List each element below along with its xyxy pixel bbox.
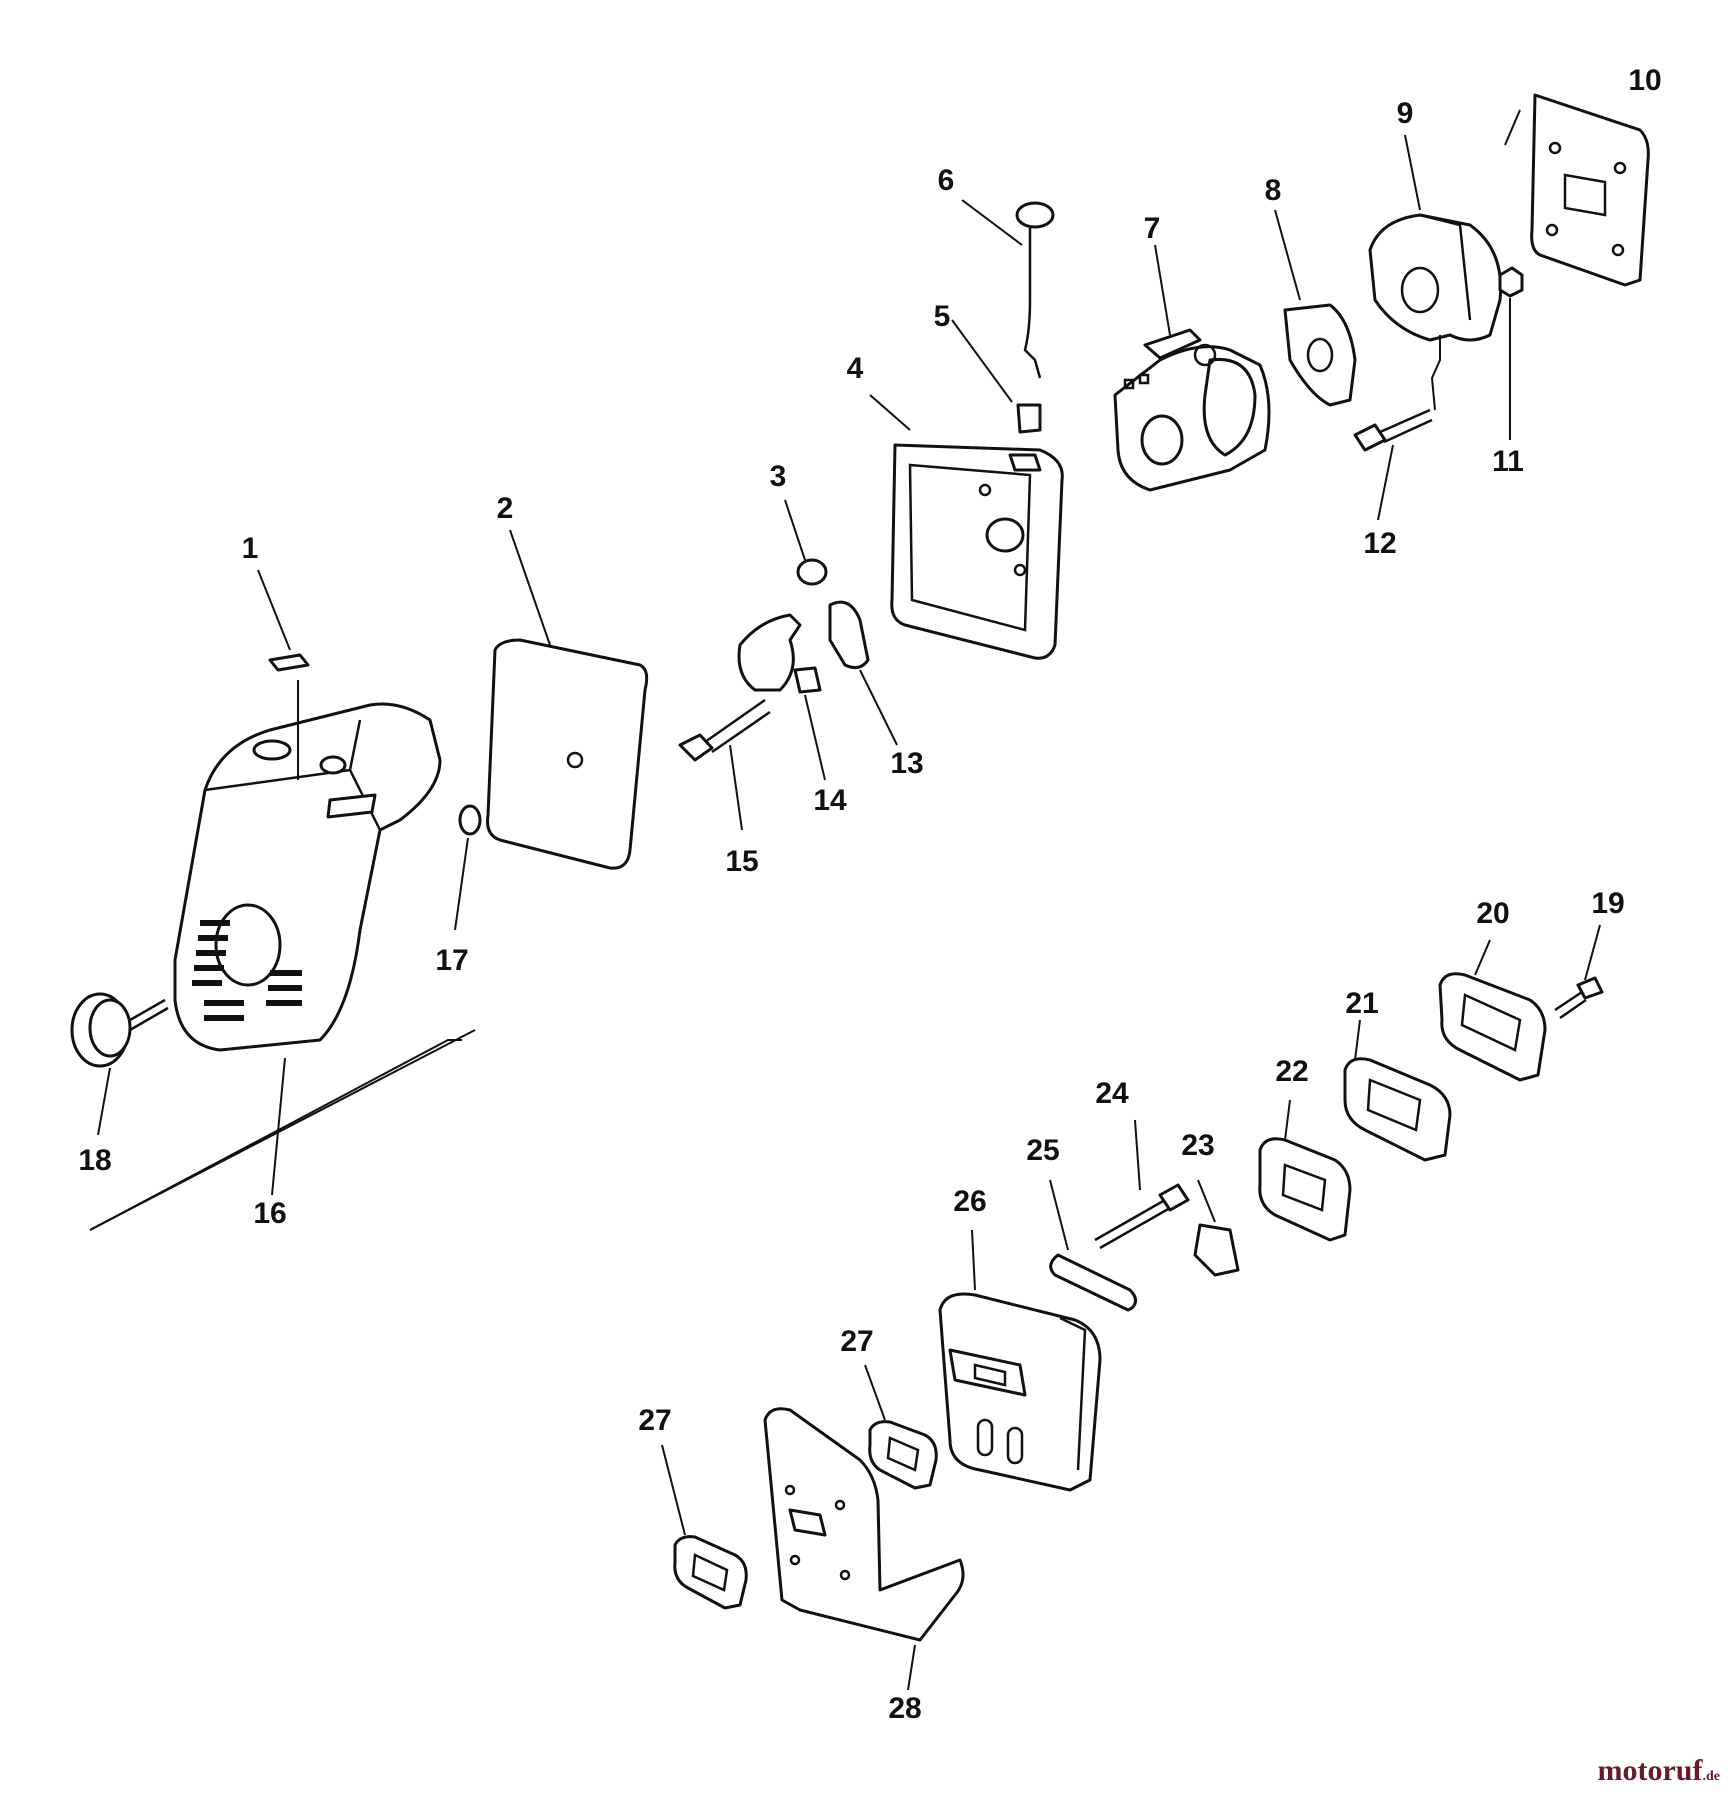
- callout-17: 17: [435, 944, 468, 977]
- callout-14: 14: [813, 784, 847, 817]
- part-25-strip: [1049, 1253, 1137, 1312]
- callout-2: 2: [497, 492, 514, 525]
- part-10-gasket-plate: [1530, 93, 1650, 287]
- callout-22: 22: [1275, 1055, 1308, 1088]
- part-4-filter-base: [890, 443, 1064, 660]
- callout-15: 15: [725, 845, 758, 878]
- part-15-bolt: [678, 698, 771, 762]
- part-26-muffler: [938, 1292, 1102, 1492]
- part-19-bolt: [1554, 976, 1604, 1020]
- callout-11: 11: [1492, 445, 1524, 478]
- part-12-bolt: [1353, 408, 1433, 452]
- part-17-o-ring: [458, 804, 482, 836]
- part-2-filter-hole: [566, 751, 584, 769]
- callout-7: 7: [1144, 212, 1161, 245]
- callout-24: 24: [1095, 1077, 1129, 1110]
- part-27-lower-gasket: [673, 1535, 748, 1610]
- callout-20: 20: [1476, 897, 1509, 930]
- callout-21: 21: [1345, 987, 1378, 1020]
- part-8-gasket: [1283, 303, 1357, 407]
- part-14-bracket: [737, 613, 802, 692]
- watermark-name: motoruf: [1597, 1754, 1703, 1787]
- part-11-nut: [1498, 266, 1524, 298]
- callout-4: 4: [847, 352, 864, 385]
- part-27-upper-gasket: [868, 1420, 938, 1490]
- part-3-washer: [796, 558, 828, 586]
- callout-5: 5: [934, 300, 951, 333]
- part-6-choke-rod: [1015, 201, 1055, 379]
- callout-13: 13: [890, 747, 923, 780]
- part-9-insulator: [1368, 213, 1503, 342]
- callout-25: 25: [1026, 1134, 1059, 1167]
- callout-16: 16: [253, 1197, 286, 1230]
- watermark-logo: motoruf.de: [1598, 1754, 1720, 1788]
- part-5-grommet: [1016, 403, 1042, 434]
- callout-labels: 1 2 3 4 5 6 7 8 9 10 11 12 13 14 15 16 1…: [78, 64, 1661, 1725]
- part-13-gasket: [828, 600, 870, 670]
- part-16-air-cleaner-cover: [173, 702, 442, 1052]
- callout-27-upper: 27: [840, 1325, 873, 1358]
- part-14-bracket-tab: [793, 666, 822, 694]
- part-28-heat-shield: [763, 1407, 965, 1642]
- callout-28: 28: [888, 1692, 921, 1725]
- watermark-tld: .de: [1702, 1769, 1721, 1784]
- callout-6: 6: [938, 164, 955, 197]
- callout-27-lower: 27: [638, 1404, 671, 1437]
- part-20-gasket: [1438, 972, 1547, 1082]
- part-1-decal: [268, 653, 310, 672]
- part-18-knob: [70, 992, 169, 1068]
- callout-12: 12: [1363, 527, 1396, 560]
- callout-18: 18: [78, 1144, 111, 1177]
- leader-lines: [89, 109, 1601, 1691]
- part-7-carburetor: [1113, 328, 1271, 492]
- part-2-filter-element: [486, 638, 649, 870]
- callout-26: 26: [953, 1185, 986, 1218]
- callout-10: 10: [1628, 64, 1661, 97]
- part-22-gasket: [1258, 1137, 1352, 1242]
- part-24-bolt: [1094, 1183, 1190, 1250]
- callout-3: 3: [770, 460, 787, 493]
- part-23-plate: [1193, 1223, 1240, 1277]
- callout-9: 9: [1397, 97, 1414, 130]
- callout-23: 23: [1181, 1129, 1214, 1162]
- callout-19: 19: [1591, 887, 1624, 920]
- part-21-gasket: [1343, 1057, 1452, 1162]
- callout-1: 1: [242, 532, 259, 565]
- callout-8: 8: [1265, 174, 1282, 207]
